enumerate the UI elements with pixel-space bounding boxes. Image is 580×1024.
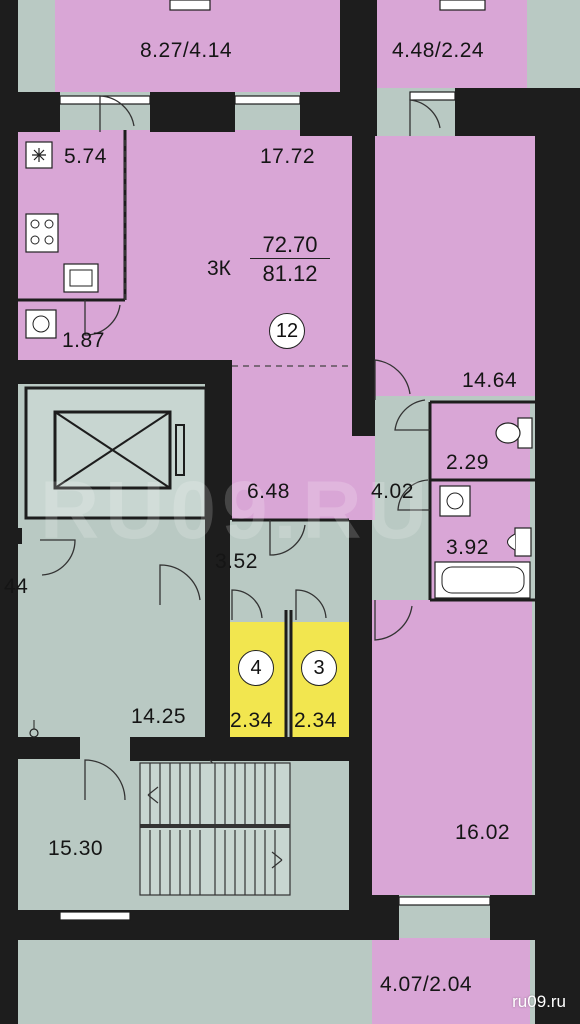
room-area-left-edge: 44	[4, 575, 29, 598]
living-area: 72.70	[250, 234, 330, 259]
apartment-number-badge: 12	[269, 313, 305, 349]
storage-3-area: 2.34	[294, 709, 337, 732]
room-area-laundry: 1.87	[62, 329, 105, 352]
room-area-vestibule: 3.52	[215, 550, 258, 573]
room-area-corridor: 4.02	[371, 480, 414, 503]
lobby-lamp-icon	[29, 720, 39, 738]
room-area-bedroom-bottom: 16.02	[455, 821, 511, 844]
storage-4-area: 2.34	[230, 709, 273, 732]
windows	[59, 0, 491, 921]
room-area-bathroom: 3.92	[446, 536, 489, 559]
stove-icon	[25, 213, 59, 253]
stairs-icon	[139, 762, 291, 896]
room-area-stair-landing: 15.30	[48, 837, 104, 860]
zone-dashes	[124, 140, 352, 367]
toilet-icon	[495, 417, 533, 557]
room-area-hall: 6.48	[247, 480, 290, 503]
room-area-balcony-right: 4.48/2.24	[392, 39, 485, 62]
exhaust-fan-icon	[25, 141, 53, 169]
room-area-kitchen: 5.74	[64, 145, 107, 168]
room-area-bedroom-right: 14.64	[462, 369, 518, 392]
total-area: 81.12	[262, 261, 318, 286]
room-area-balcony-left: 8.27/4.14	[140, 39, 233, 62]
storage-3-badge: 3	[301, 650, 337, 686]
room-area-living-room: 17.72	[260, 145, 316, 168]
elevator-icon	[24, 386, 208, 520]
sink-icon	[63, 263, 99, 293]
room-area-wc: 2.29	[446, 451, 489, 474]
apartment-fill	[18, 0, 535, 1024]
room-area-balcony-bottom: 4.07/2.04	[380, 973, 473, 996]
storage-4-badge: 4	[238, 650, 274, 686]
background-watermark: RU09.RU	[40, 465, 433, 556]
apartment-area-fraction: 72.70 81.12	[250, 234, 330, 285]
washing-machine-icon	[25, 309, 471, 517]
room-area-lobby: 14.25	[131, 705, 187, 728]
door-swings	[40, 95, 441, 801]
apartment-type: 3К	[207, 257, 231, 280]
site-watermark: ru09.ru	[512, 992, 566, 1011]
partitions	[18, 130, 535, 738]
bathtub-icon	[434, 561, 531, 599]
